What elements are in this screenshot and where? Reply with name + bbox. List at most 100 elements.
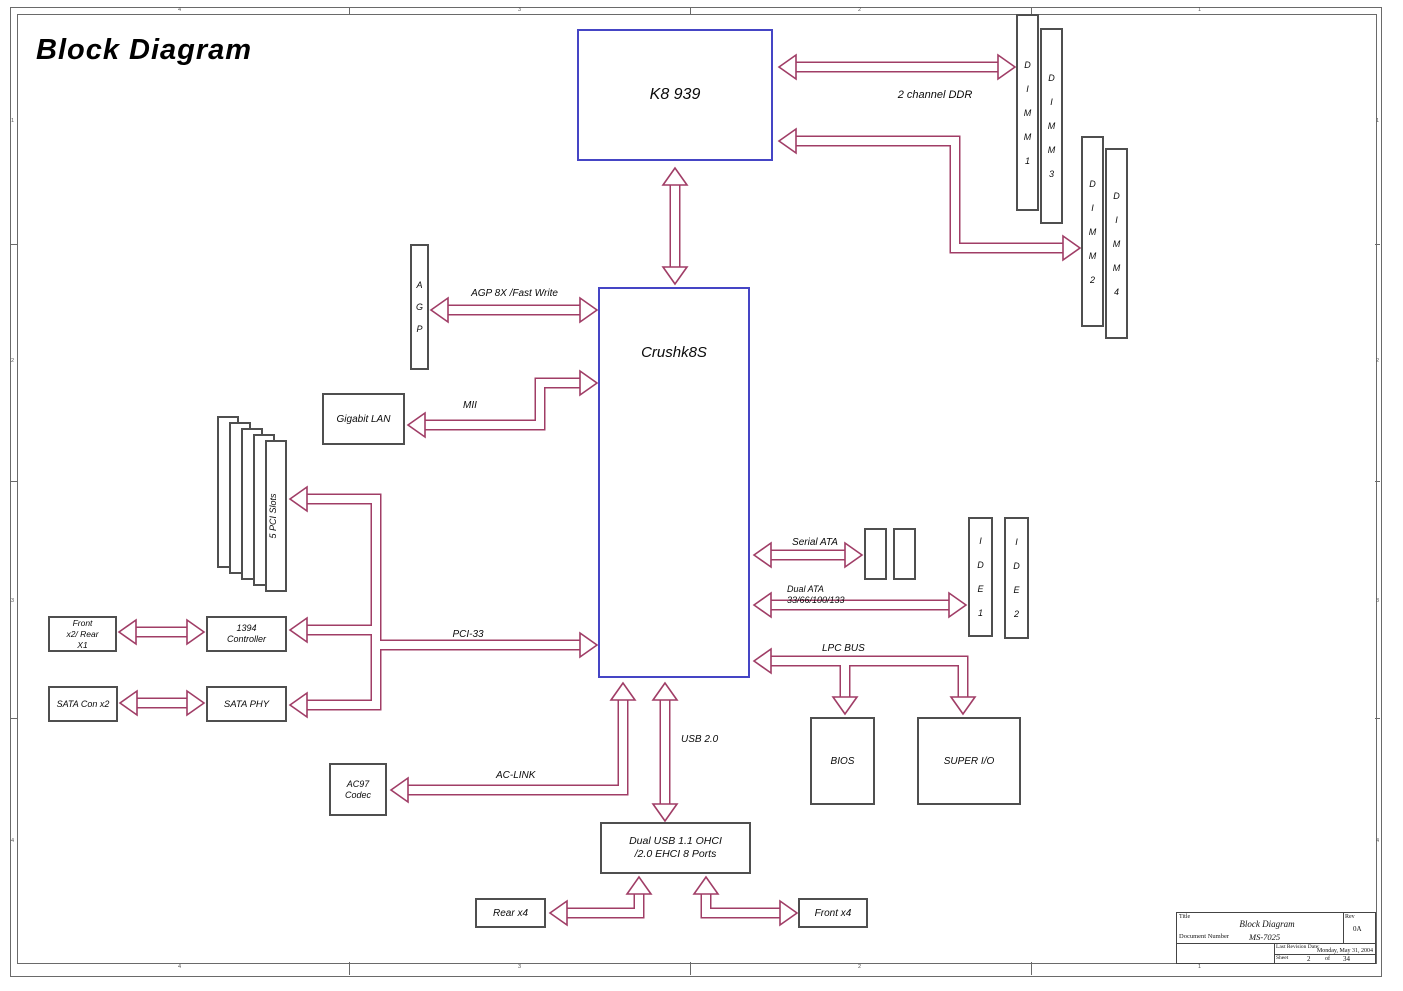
document-number-label: Document Number (1179, 933, 1230, 940)
title-block-divider (1177, 943, 1375, 944)
bus-label-pci33: PCI-33 (452, 629, 484, 640)
arrowhead (661, 266, 689, 286)
arrowhead (625, 875, 653, 895)
bus-mii (425, 377, 580, 431)
zone-tick (1031, 962, 1032, 975)
zone-tick (349, 7, 350, 14)
arrowhead (288, 691, 308, 719)
bus-label-dual-ata: Dual ATA 33/66/100/133 (787, 584, 845, 605)
zone-tick (690, 7, 691, 14)
arrowhead (844, 541, 864, 569)
arrowhead (186, 689, 206, 717)
zone-number: 2 (11, 358, 15, 364)
arrowhead (777, 53, 797, 81)
arrowhead (579, 369, 599, 397)
block-dimm1: D I M M 1 (1016, 14, 1039, 211)
zone-tick (10, 244, 17, 245)
block-ac97-codec: AC97 Codec (329, 763, 387, 816)
title-label: Title (1179, 914, 1191, 920)
arrowhead (429, 296, 449, 324)
arrowhead (997, 53, 1017, 81)
bus-label-mii: MII (463, 400, 477, 411)
zone-number: 1 (1198, 964, 1202, 970)
zone-number: 4 (11, 838, 15, 844)
arrowhead (692, 875, 720, 895)
block-sata-phy: SATA PHY (206, 686, 287, 722)
block-agp-slot: A G P (410, 244, 429, 370)
zone-number: 1 (11, 118, 15, 124)
title-value: Block Diagram (1239, 919, 1295, 929)
block-1394-controller: 1394 Controller (206, 616, 287, 652)
bus-label-serial-ata: Serial ATA (792, 537, 838, 548)
sheet-number: 2 (1307, 954, 1311, 963)
sheet-outer-border (10, 7, 1382, 977)
rev-label: Rev (1345, 914, 1355, 920)
block-cpu-k8-939: K8 939 (577, 29, 773, 161)
arrowhead (752, 647, 772, 675)
bus-pci-trunk (307, 493, 382, 711)
arrowhead (579, 631, 599, 659)
arrowhead (651, 803, 679, 823)
arrowhead (779, 899, 799, 927)
block-1394-ports: Front x2/ Rear X1 (48, 616, 117, 652)
zone-number: 3 (11, 598, 15, 604)
pci-slots-label: 5 PCI Slots (268, 493, 278, 539)
bus-lpc-main (771, 655, 969, 697)
title-block: Title Block Diagram Document Number MS-7… (1176, 912, 1376, 964)
document-number-value: MS-7025 (1249, 932, 1281, 942)
arrowhead (661, 166, 689, 186)
arrowhead (948, 591, 968, 619)
bus-label-ddr: 2 channel DDR (897, 89, 973, 101)
arrowhead (548, 899, 568, 927)
zone-number: 3 (1376, 598, 1380, 604)
zone-number: 2 (1376, 358, 1380, 364)
zone-number: 2 (858, 7, 862, 13)
arrowhead (117, 618, 137, 646)
arrowhead (288, 616, 308, 644)
arrowhead (579, 296, 599, 324)
rev-value: 0A (1353, 925, 1362, 933)
bus-label-agp: AGP 8X /Fast Write (471, 288, 558, 299)
zone-number: 3 (518, 7, 522, 13)
block-bios: BIOS (810, 717, 875, 805)
arrowhead (777, 127, 797, 155)
block-super-io: SUPER I/O (917, 717, 1021, 805)
zone-number: 4 (1376, 838, 1380, 844)
sheet-of-label: of (1325, 956, 1330, 962)
zone-number: 1 (1198, 7, 1202, 13)
zone-tick (10, 718, 17, 719)
title-block-divider (1274, 943, 1275, 963)
page-title: Block Diagram (36, 34, 253, 66)
block-dimm4: D I M M 4 (1105, 148, 1128, 339)
block-pci-slots-front (265, 440, 287, 592)
arrowhead (752, 541, 772, 569)
block-sata-connectors: SATA Con x2 (48, 686, 118, 722)
zone-number: 4 (178, 7, 182, 13)
sheet-total: 34 (1343, 954, 1350, 963)
zone-tick (690, 962, 691, 975)
revision-date-value: Monday, May 31, 2004 (1316, 947, 1373, 954)
zone-tick (1375, 244, 1380, 245)
block-dual-usb-controller: Dual USB 1.1 OHCI /2.0 EHCI 8 Ports (600, 822, 751, 874)
arrowhead (949, 696, 977, 716)
block-dimm3: D I M M 3 (1040, 28, 1063, 224)
zone-tick (1375, 718, 1380, 719)
arrowhead (118, 689, 138, 717)
arrowhead (288, 485, 308, 513)
arrowheads (117, 53, 1082, 927)
zone-number: 1 (1376, 118, 1380, 124)
bus-cores (136, 63, 1063, 917)
arrowhead (406, 411, 426, 439)
block-usb-rear-x4: Rear x4 (475, 898, 546, 928)
arrowhead (609, 681, 637, 701)
arrowhead (186, 618, 206, 646)
arrowhead (1062, 234, 1082, 262)
bus-label-aclink: AC-LINK (496, 770, 536, 781)
title-block-divider (1343, 913, 1344, 943)
block-chipset-crushk8s: Crushk8S (598, 287, 750, 678)
sheet-inner-border (17, 14, 1377, 964)
zone-number: 4 (178, 964, 182, 970)
block-ide1: I D E 1 (968, 517, 993, 637)
title-block-divider (1274, 954, 1375, 955)
zone-tick (1375, 481, 1380, 482)
